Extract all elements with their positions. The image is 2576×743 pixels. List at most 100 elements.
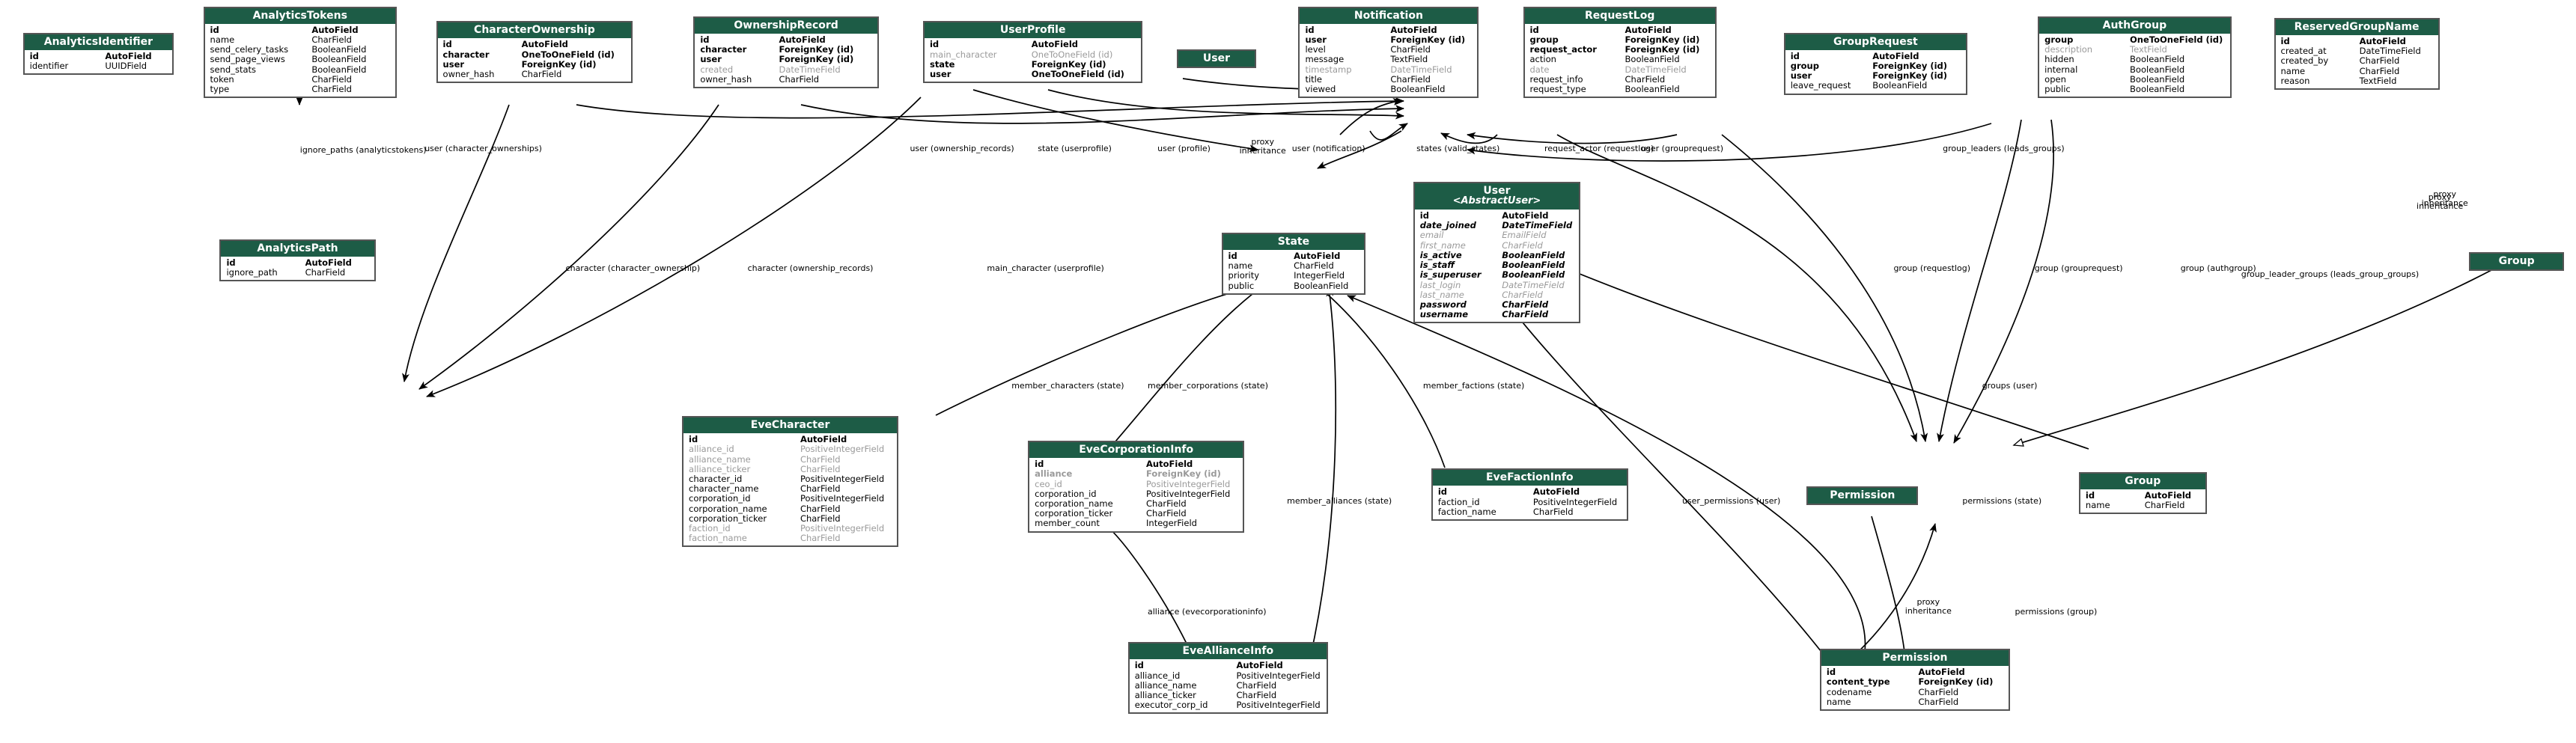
field-name: request_type xyxy=(1529,83,1586,94)
field-name: send_celery_tasks xyxy=(210,44,289,55)
field-name: alliance_name xyxy=(689,453,751,465)
field-name: faction_id xyxy=(689,523,731,534)
edge-label: group (grouprequest) xyxy=(2034,263,2123,273)
field-type: CharField xyxy=(800,463,841,474)
edge-label: states (valid_states) xyxy=(1416,143,1500,153)
field-type: AutoField xyxy=(1918,667,1965,678)
field-name: id xyxy=(1790,50,1800,61)
model-node-user_plain[interactable]: User xyxy=(1177,49,1256,68)
field-type: TextField xyxy=(1390,54,1428,65)
field-name: name xyxy=(210,34,235,45)
field-name: alliance_id xyxy=(689,444,734,455)
field-type: ForeignKey (id) xyxy=(779,54,854,65)
model-name: State xyxy=(1277,235,1310,248)
model-name: User xyxy=(1202,52,1231,64)
field-name: corporation_ticker xyxy=(1035,508,1113,519)
model-title: EveAllianceInfo xyxy=(1129,643,1327,660)
field-name: username xyxy=(1419,309,1468,320)
field-type: BooleanField xyxy=(1625,54,1680,65)
edge-label: groups (user) xyxy=(1982,381,2038,391)
field-type: BooleanField xyxy=(1625,83,1680,94)
field-name: id xyxy=(1826,667,1836,678)
model-title: ReservedGroupName xyxy=(2275,19,2438,36)
edge-label: user (character_ownerships) xyxy=(424,143,542,153)
field-type: ForeignKey (id) xyxy=(1918,676,1994,688)
field-name: timestamp xyxy=(1305,64,1352,75)
field-name: open xyxy=(2044,73,2066,85)
model-node-permission_top[interactable]: Permission xyxy=(1806,486,1919,506)
field-type: CharField xyxy=(1236,679,1277,691)
field-type: CharField xyxy=(1502,239,1543,251)
field-type: CharField xyxy=(2359,55,2400,67)
field-name: faction_name xyxy=(1437,506,1496,517)
field-type: ForeignKey (id) xyxy=(1390,34,1466,45)
field-name: corporation_name xyxy=(689,503,767,514)
field-name: leave_request xyxy=(1790,80,1851,91)
field-type: AutoField xyxy=(305,257,352,268)
field-name: executor_corp_id xyxy=(1134,700,1208,711)
model-name: EveAllianceInfo xyxy=(1182,645,1274,658)
field-name: group xyxy=(2044,34,2074,45)
field-type: OneToOneField (id) xyxy=(1031,69,1124,80)
edge-label: user (grouprequest) xyxy=(1641,143,1724,153)
edge-label: permissions (group) xyxy=(2015,607,2098,617)
field-type: PositiveIntegerField xyxy=(1146,488,1231,499)
field-name: id xyxy=(700,34,710,45)
model-node-group_right[interactable]: Group xyxy=(2469,252,2565,272)
field-name: created_by xyxy=(2280,55,2329,67)
model-base-class: <AbstractUser> xyxy=(1452,195,1541,207)
edge-label: proxy inheritance xyxy=(1239,136,1286,156)
field-name: viewed xyxy=(1305,83,1336,94)
model-name: OwnershipRecord xyxy=(734,19,838,31)
field-type: AutoField xyxy=(521,39,568,50)
model-name: RequestLog xyxy=(1585,9,1655,22)
field-type: CharField xyxy=(1502,289,1543,300)
field-name: corporation_id xyxy=(689,493,751,504)
edge-label: character (character_ownership) xyxy=(565,263,701,273)
